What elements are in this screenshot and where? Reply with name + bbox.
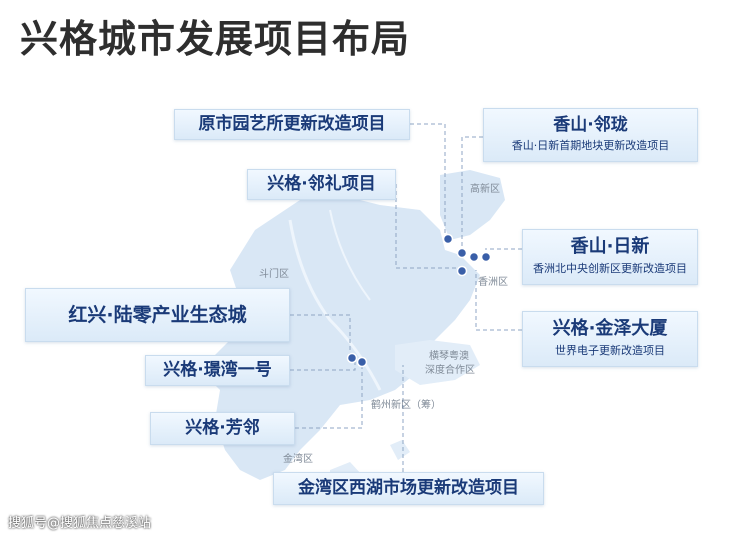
project-dot [468, 251, 480, 263]
project-name: 兴格·邻礼项目 [267, 174, 376, 194]
leader-line [410, 123, 446, 238]
watermark-text: 搜狐号@搜狐焦点慈溪站 [8, 516, 152, 531]
leader-line [290, 314, 351, 355]
project-name: 兴格·芳邻 [185, 418, 260, 438]
project-dot [356, 356, 368, 368]
district-label: 金湾区 [283, 454, 313, 465]
project-desc: 香山·日新首期地块更新改造项目 [511, 139, 670, 152]
project-name: 红兴·陆零产业生态城 [68, 304, 247, 326]
project-dot [346, 352, 358, 364]
project-box: 兴格·金泽大厦 世界电子更新改造项目 [522, 311, 698, 367]
leader-line [475, 270, 522, 331]
district-label: 斗门区 [259, 269, 289, 280]
leader-line [290, 360, 356, 371]
project-box: 红兴·陆零产业生态城 [25, 288, 290, 342]
river-line [288, 219, 382, 391]
mainland-shape [200, 195, 480, 480]
district-label: 横琴粤澳 [429, 351, 469, 362]
leader-lines [290, 123, 522, 472]
project-name: 原市园艺所更新改造项目 [198, 114, 386, 134]
leader-line [461, 136, 483, 250]
hengqin-land [395, 340, 480, 385]
page-title: 兴格城市发展项目布局 [20, 17, 411, 61]
project-desc: 世界电子更新改造项目 [555, 344, 665, 357]
district-label: 香洲区 [478, 277, 508, 288]
project-box: 原市园艺所更新改造项目 [174, 109, 410, 140]
island-shape [390, 440, 410, 460]
project-name: 金湾区西湖市场更新改造项目 [298, 478, 519, 498]
project-dot [442, 233, 454, 245]
project-name: 兴格·金泽大厦 [552, 318, 668, 339]
project-dot [456, 265, 468, 277]
project-name: 香山·邻珑 [553, 115, 628, 135]
leader-line [295, 365, 363, 429]
project-box: 兴格·璟湾一号 [145, 355, 290, 386]
project-box: 金湾区西湖市场更新改造项目 [273, 472, 544, 505]
project-name: 兴格·璟湾一号 [163, 360, 272, 380]
project-dot [456, 247, 468, 259]
gaoxin-land [440, 170, 505, 240]
project-name: 香山·日新 [570, 236, 650, 257]
project-box: 兴格·芳邻 [150, 412, 295, 445]
district-label: 高新区 [470, 184, 500, 195]
project-dots [346, 233, 492, 368]
leader-line [395, 184, 460, 269]
project-desc: 香洲北中央创新区更新改造项目 [533, 262, 687, 275]
project-box: 兴格·邻礼项目 [247, 169, 396, 200]
project-box: 香山·邻珑 香山·日新首期地块更新改造项目 [483, 108, 698, 162]
river-line [329, 209, 371, 301]
district-label: 鹤州新区（筹） [371, 400, 441, 411]
project-dot [480, 251, 492, 263]
project-box: 香山·日新 香洲北中央创新区更新改造项目 [522, 229, 698, 285]
district-label: 深度合作区 [425, 365, 475, 376]
